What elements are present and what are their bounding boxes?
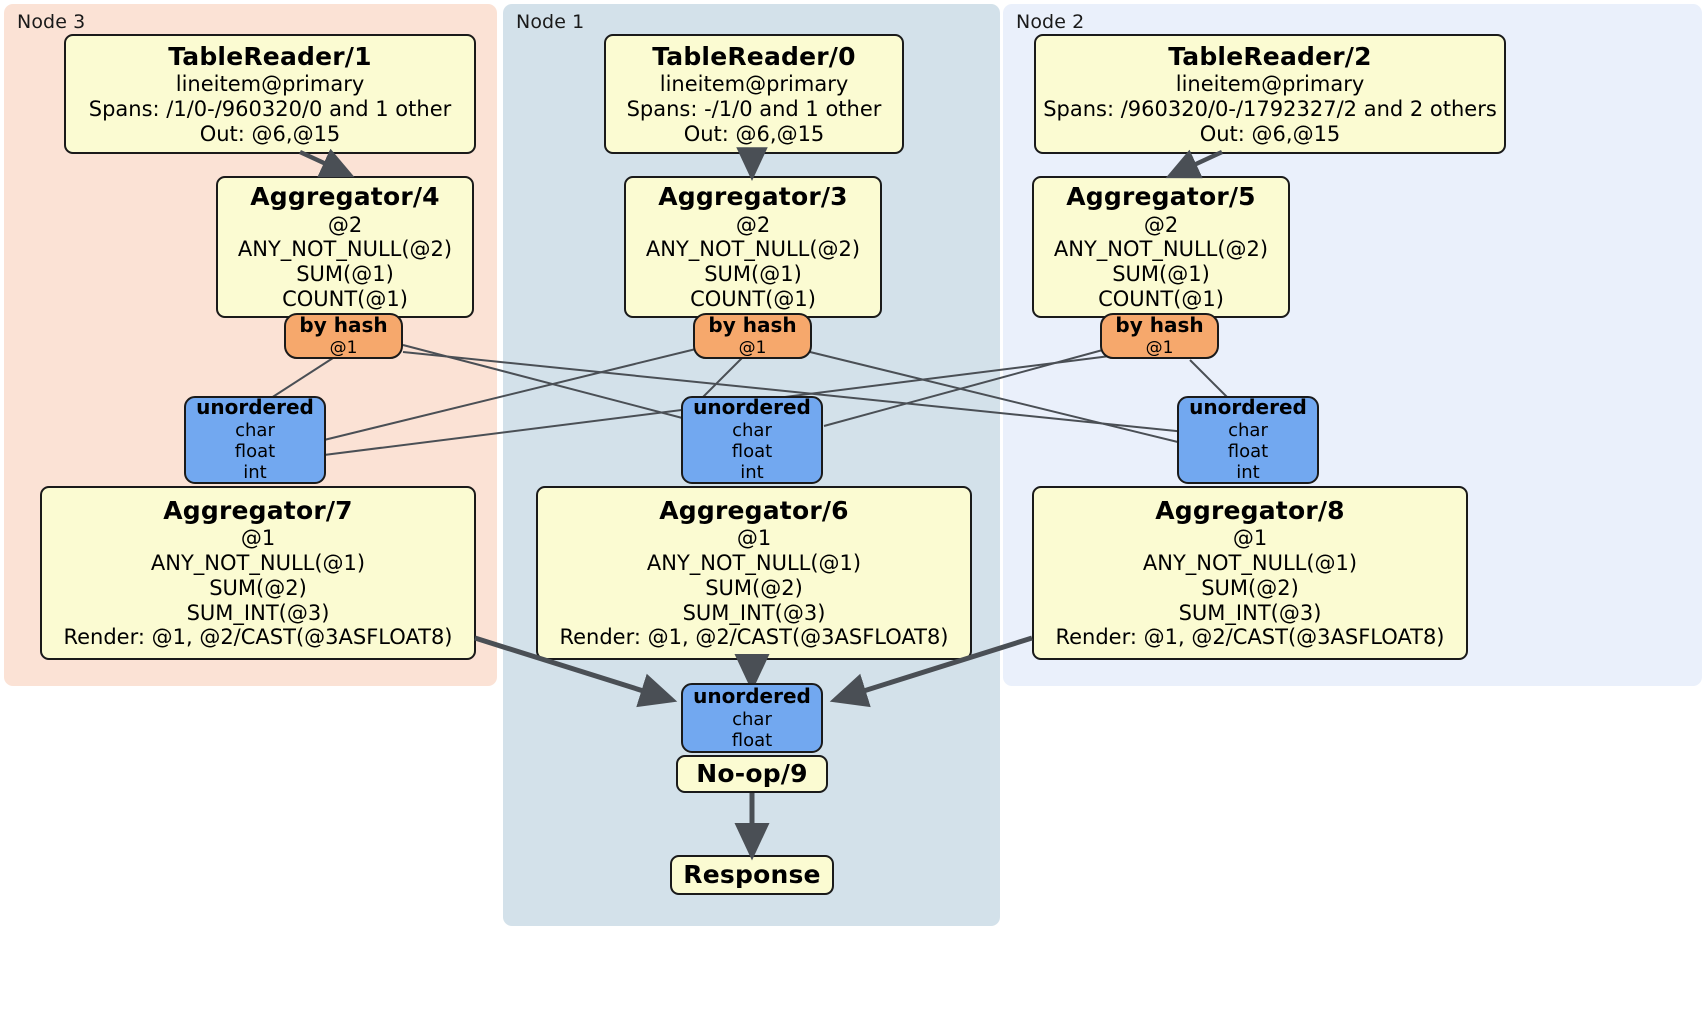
processor-detail-line: Out: @6,@15	[1199, 121, 1341, 146]
synchronizer-type: char	[1228, 419, 1268, 441]
processor-title: Aggregator/7	[163, 495, 353, 525]
processor-detail-line: ANY_NOT_NULL(@1)	[1142, 551, 1358, 576]
processor-detail-line: ANY_NOT_NULL(@2)	[645, 237, 861, 262]
synchronizer-title: unordered	[693, 683, 811, 708]
processor-tablereader1[interactable]: TableReader/1 lineitem@primary Spans: /1…	[64, 34, 476, 154]
processor-detail-line: SUM(@1)	[704, 262, 802, 287]
processor-title: Aggregator/8	[1155, 495, 1345, 525]
router-detail: @1	[738, 337, 767, 358]
processor-detail-line: ANY_NOT_NULL(@1)	[150, 551, 366, 576]
processor-detail-line: ANY_NOT_NULL(@1)	[646, 551, 862, 576]
router-title: by hash	[1115, 313, 1204, 338]
processor-tablereader2[interactable]: TableReader/2 lineitem@primary Spans: /9…	[1034, 34, 1506, 154]
processor-title: TableReader/2	[1168, 41, 1372, 71]
processor-noop9[interactable]: No-op/9	[676, 755, 828, 793]
processor-detail-line: lineitem@primary	[1175, 72, 1365, 97]
processor-detail-line: ANY_NOT_NULL(@2)	[237, 237, 453, 262]
synchronizer-type: int	[243, 462, 267, 484]
processor-title: TableReader/1	[168, 41, 372, 71]
processor-detail-line: COUNT(@1)	[282, 287, 408, 312]
processor-title: Aggregator/6	[659, 495, 849, 525]
processor-title: Aggregator/5	[1066, 182, 1256, 212]
processor-detail-line: lineitem@primary	[175, 72, 365, 97]
processor-title: Aggregator/4	[250, 182, 440, 212]
processor-title: TableReader/0	[652, 41, 856, 71]
processor-detail-line: SUM(@2)	[1201, 575, 1299, 600]
node-panel-label-node3: Node 3	[17, 11, 86, 33]
processor-aggregator7[interactable]: Aggregator/7 @1 ANY_NOT_NULL(@1) SUM(@2)…	[40, 486, 476, 660]
processor-detail-line: Render: @1, @2/CAST(@3ASFLOAT8)	[559, 625, 949, 650]
synchronizer-type: int	[1236, 462, 1260, 484]
processor-aggregator6[interactable]: Aggregator/6 @1 ANY_NOT_NULL(@1) SUM(@2)…	[536, 486, 972, 660]
processor-title: Aggregator/3	[658, 182, 848, 212]
synchronizer-unordered-left[interactable]: unordered char float int	[184, 396, 326, 484]
processor-title: Response	[683, 859, 821, 889]
synchronizer-type: char	[732, 419, 772, 441]
synchronizer-type: float	[731, 729, 773, 751]
processor-detail-line: @2	[1143, 212, 1179, 237]
processor-detail-line: Spans: /1/0-/960320/0 and 1 other	[88, 96, 452, 121]
router-by-hash-left[interactable]: by hash @1	[284, 313, 403, 359]
processor-title: No-op/9	[696, 758, 808, 788]
processor-aggregator4[interactable]: Aggregator/4 @2 ANY_NOT_NULL(@2) SUM(@1)…	[216, 176, 474, 318]
processor-response[interactable]: Response	[670, 855, 834, 895]
router-title: by hash	[299, 313, 388, 338]
processor-detail-line: Out: @6,@15	[199, 121, 341, 146]
processor-aggregator5[interactable]: Aggregator/5 @2 ANY_NOT_NULL(@2) SUM(@1)…	[1032, 176, 1290, 318]
synchronizer-type: int	[740, 462, 764, 484]
processor-detail-line: @1	[240, 526, 276, 551]
processor-detail-line: @2	[327, 212, 363, 237]
node-panel-label-node2: Node 2	[1016, 11, 1085, 33]
processor-detail-line: SUM_INT(@3)	[682, 600, 826, 625]
processor-detail-line: SUM_INT(@3)	[1178, 600, 1322, 625]
router-by-hash-right[interactable]: by hash @1	[1100, 313, 1219, 359]
processor-detail-line: COUNT(@1)	[690, 287, 816, 312]
processor-detail-line: COUNT(@1)	[1098, 287, 1224, 312]
processor-detail-line: @1	[1232, 526, 1268, 551]
processor-aggregator8[interactable]: Aggregator/8 @1 ANY_NOT_NULL(@1) SUM(@2)…	[1032, 486, 1468, 660]
synchronizer-unordered-center[interactable]: unordered char float int	[681, 396, 823, 484]
synchronizer-title: unordered	[693, 395, 811, 420]
synchronizer-title: unordered	[196, 395, 314, 420]
synchronizer-type: float	[731, 441, 773, 463]
processor-detail-line: SUM(@1)	[1112, 262, 1210, 287]
synchronizer-unordered-right[interactable]: unordered char float int	[1177, 396, 1319, 484]
processor-detail-line: Spans: /960320/0-/1792327/2 and 2 others	[1043, 96, 1497, 121]
processor-detail-line: Render: @1, @2/CAST(@3ASFLOAT8)	[1055, 625, 1445, 650]
processor-detail-line: Out: @6,@15	[683, 121, 825, 146]
processor-detail-line: lineitem@primary	[659, 72, 849, 97]
synchronizer-type: char	[732, 708, 772, 730]
processor-aggregator3[interactable]: Aggregator/3 @2 ANY_NOT_NULL(@2) SUM(@1)…	[624, 176, 882, 318]
processor-detail-line: Render: @1, @2/CAST(@3ASFLOAT8)	[63, 625, 453, 650]
synchronizer-type: float	[1227, 441, 1269, 463]
processor-detail-line: @1	[736, 526, 772, 551]
router-title: by hash	[708, 313, 797, 338]
processor-tablereader0[interactable]: TableReader/0 lineitem@primary Spans: -/…	[604, 34, 904, 154]
processor-detail-line: Spans: -/1/0 and 1 other	[626, 96, 882, 121]
synchronizer-type: char	[235, 419, 275, 441]
processor-detail-line: SUM(@1)	[296, 262, 394, 287]
processor-detail-line: SUM(@2)	[705, 575, 803, 600]
processor-detail-line: SUM(@2)	[209, 575, 307, 600]
router-by-hash-center[interactable]: by hash @1	[693, 313, 812, 359]
synchronizer-type: float	[234, 441, 276, 463]
router-detail: @1	[1145, 337, 1174, 358]
processor-detail-line: @2	[735, 212, 771, 237]
synchronizer-unordered-final[interactable]: unordered char float	[681, 683, 823, 753]
router-detail: @1	[329, 337, 358, 358]
processor-detail-line: ANY_NOT_NULL(@2)	[1053, 237, 1269, 262]
synchronizer-title: unordered	[1189, 395, 1307, 420]
node-panel-label-node1: Node 1	[516, 11, 585, 33]
processor-detail-line: SUM_INT(@3)	[186, 600, 330, 625]
